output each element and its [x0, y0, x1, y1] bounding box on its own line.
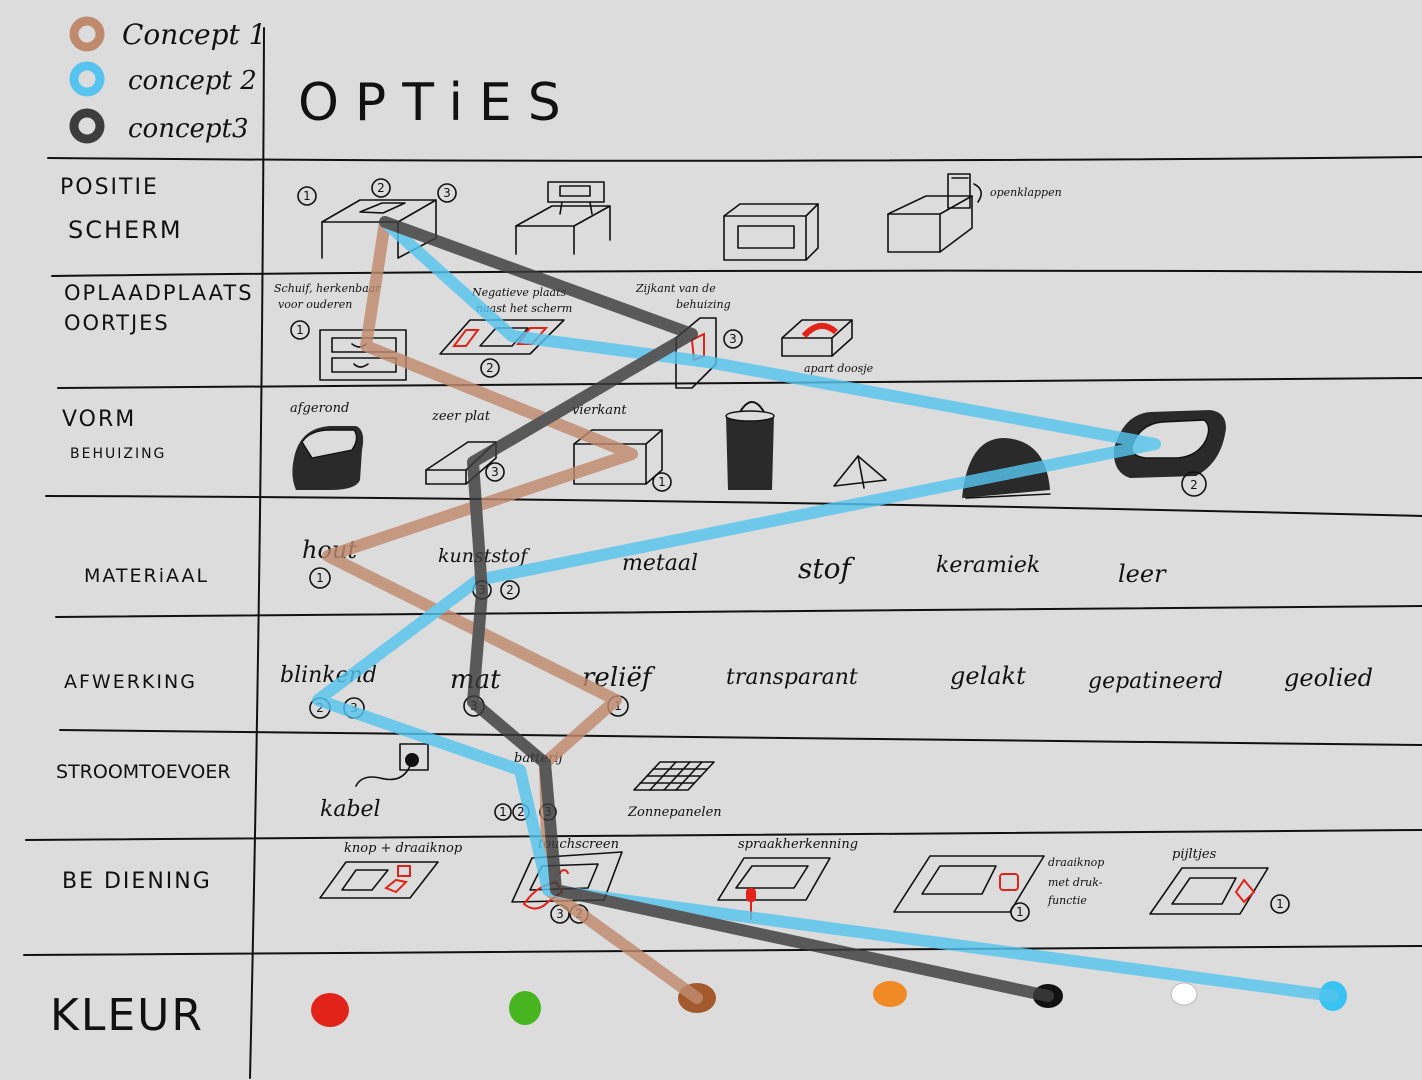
- legend-label-concept2: concept 2: [128, 66, 257, 96]
- row-label-stroomtoevoer: STROOMTOEVOER: [56, 761, 231, 783]
- microphone-panel-sketch: [717, 857, 831, 920]
- row-label-scherm: SCHERM: [68, 216, 183, 244]
- row-label-vorm: VORM: [62, 407, 136, 432]
- afwerking-gelakt: gelakt: [950, 662, 1026, 690]
- vorm-vierkant-label: vierkant: [572, 403, 627, 418]
- row-label-bediening: BE DIENING: [62, 869, 212, 894]
- vorm-options: afgerond zeer plat 3 vierkant 1: [290, 401, 1226, 499]
- cylinder-basket-sketch: [725, 401, 775, 490]
- stroom-number-2: 2: [517, 805, 525, 819]
- afwerking-gepatineerd: gepatineerd: [1088, 669, 1223, 694]
- vorm-plat-number: 3: [491, 465, 499, 479]
- box-with-front-screen-sketch: [723, 203, 819, 261]
- bediening-draai-number: 1: [1016, 905, 1024, 919]
- positie-option-1: 1: [303, 189, 311, 203]
- swatch-white: [1170, 982, 1198, 1006]
- bediening-pijltjes: pijltjes: [1172, 847, 1217, 862]
- legend: Concept 1 concept 2 concept3: [69, 16, 266, 144]
- bediening-spraak: spraakherkenning: [738, 837, 858, 852]
- rounded-housing-sketch: [292, 426, 364, 490]
- legend-marker-concept3: [69, 108, 105, 144]
- materiaal-metaal: metaal: [622, 551, 698, 576]
- bediening-pijl-number: 1: [1276, 897, 1284, 911]
- row-label-oplaadplaats: OPLAADPLAATS: [64, 281, 254, 305]
- materiaal-stof: stof: [798, 552, 855, 585]
- stroom-zonnepanelen: Zonnepanelen: [627, 805, 722, 820]
- knob-panel-sketch: [319, 861, 439, 899]
- bediening-draaiknop-2: met druk-: [1048, 876, 1103, 889]
- oplaad-opt1-line2: voor ouderen: [278, 298, 352, 311]
- rotary-push-panel-sketch: [893, 855, 1045, 913]
- row-label-materiaal: MATERiAAL: [84, 565, 209, 587]
- afwerking-blinkend-number-a: 2: [316, 701, 324, 715]
- oplaad-opt2-line2: naast het scherm: [476, 302, 572, 315]
- positie-options: 1 2 3 openklappen: [297, 173, 1062, 261]
- stroom-number-1: 1: [499, 805, 507, 819]
- stroom-options: kabel batterij 1 2 3 Zonnepanelen: [320, 743, 722, 822]
- stroom-kabel: kabel: [320, 797, 381, 822]
- materiaal-leer: leer: [1118, 560, 1167, 588]
- legend-marker-concept2: [69, 61, 105, 97]
- box-with-flip-up-screen-sketch: [887, 173, 982, 253]
- solar-panel-sketch: [633, 761, 715, 791]
- oplaad-options: Schuif, herkenbaar voor ouderen 1 Negati…: [274, 282, 874, 389]
- row-labels: POSITIE SCHERM OPLAADPLAATS OORTJES VORM…: [50, 175, 254, 1041]
- legend-label-concept1: Concept 1: [122, 18, 266, 51]
- concept3-path: [379, 216, 1054, 1002]
- bediening-options: knop + draaiknop touchscreen 3 2 spraakh…: [319, 837, 1290, 924]
- vorm-zeer-plat-label: zeer plat: [431, 409, 491, 424]
- row-label-afwerking: AFWERKING: [64, 671, 197, 693]
- swatch-red: [311, 993, 349, 1027]
- oplaad-opt4-label: apart doosje: [804, 362, 874, 375]
- oplaad-opt1-number: 1: [296, 323, 304, 337]
- swatch-orange: [873, 981, 907, 1007]
- legend-label-concept3: concept3: [128, 114, 249, 144]
- grid-lines: [23, 27, 1422, 1079]
- desk-with-standing-monitor-sketch: [515, 181, 611, 255]
- row-label-positie: POSITIE: [60, 175, 159, 200]
- wall-socket-sketch: [355, 743, 429, 787]
- materiaal-options: hout 1 kunststof 3 2 metaal stof keramie…: [302, 536, 1167, 600]
- positie-option-3: 3: [443, 186, 451, 200]
- bediening-knop: knop + draaiknop: [344, 841, 463, 856]
- pyramid-sketch: [833, 455, 887, 489]
- materiaal-hout-number: 1: [316, 571, 324, 585]
- vorm-vierkant-number: 1: [658, 475, 666, 489]
- oplaad-opt3-line1: Zijkant van de: [635, 282, 716, 295]
- afwerking-geolied: geolied: [1284, 664, 1373, 692]
- row-label-kleur: KLEUR: [50, 990, 204, 1041]
- page-title: OPTiES: [298, 73, 577, 133]
- legend-marker-concept1: [69, 16, 105, 52]
- materiaal-keramiek: keramiek: [936, 553, 1040, 578]
- openklappen-label: openklappen: [990, 186, 1062, 199]
- row-label-oortjes: OORTJES: [64, 311, 170, 335]
- vorm-ring-number: 2: [1190, 478, 1198, 492]
- bediening-touch-number-a: 3: [556, 907, 564, 921]
- bediening-draaiknop-1: draaiknop: [1048, 856, 1104, 869]
- oplaad-opt3-number: 3: [729, 332, 737, 346]
- oplaad-opt1-line1: Schuif, herkenbaar: [274, 282, 381, 295]
- materiaal-kunststof-number-b: 2: [506, 583, 514, 597]
- oplaad-opt2-number: 2: [486, 361, 494, 375]
- separate-box-sketch: [781, 319, 853, 357]
- bediening-draaiknop-3: functie: [1047, 894, 1087, 907]
- oplaad-opt3-line2: behuizing: [676, 298, 731, 311]
- positie-option-2: 2: [377, 181, 385, 195]
- kleur-swatches: [311, 981, 1347, 1027]
- arrow-keys-panel-sketch: [1149, 867, 1269, 915]
- concept-paths: [312, 216, 1339, 1004]
- afwerking-options: blinkend 2 3 mat 3 reliëf 1 transparant …: [280, 662, 1373, 719]
- vorm-afgerond-label: afgerond: [290, 401, 349, 416]
- swatch-green: [509, 991, 541, 1025]
- row-label-behuizing: BEHUIZING: [70, 446, 166, 462]
- afwerking-transparant: transparant: [726, 665, 858, 690]
- oplaad-opt2-line1: Negatieve plaats: [471, 286, 566, 299]
